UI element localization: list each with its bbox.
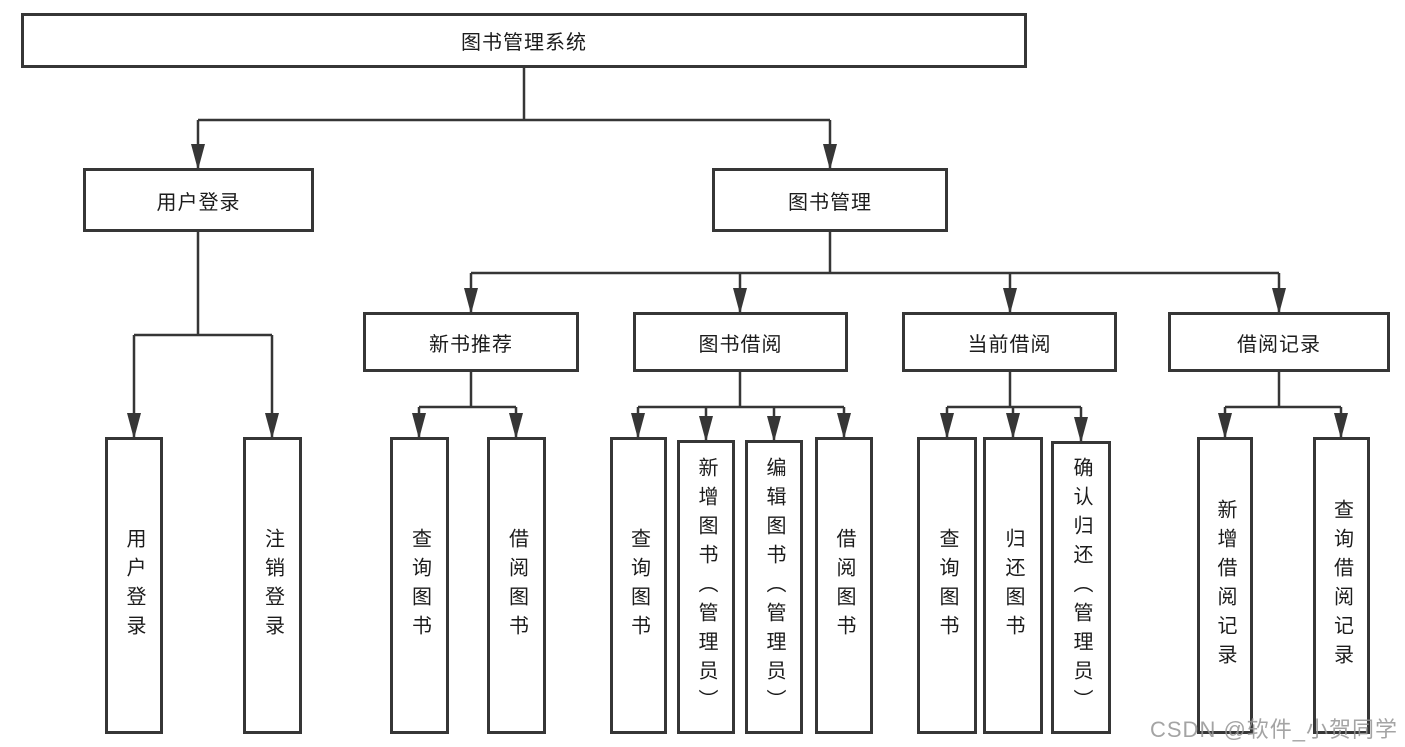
connector-current-borrow-branch [940, 372, 1088, 443]
leaf-user-login: 用户登录 [105, 437, 163, 734]
leaf-label: 查询借阅记录 [1330, 498, 1353, 673]
node-user-login: 用户登录 [83, 168, 314, 232]
connector-book-management-branch [464, 232, 1286, 314]
node-new-book-recommend: 新书推荐 [363, 312, 579, 372]
node-current-borrow: 当前借阅 [902, 312, 1117, 372]
leaf-borrow-borrow-books: 借阅图书 [815, 437, 873, 734]
leaf-label: 注销登录 [261, 527, 284, 644]
node-root-label: 图书管理系统 [461, 32, 587, 54]
leaf-label: 查询图书 [627, 527, 650, 644]
connector-borrow-records-branch [1218, 372, 1348, 439]
leaf-borrow-edit-books-admin: 编辑图书（管理员） [745, 440, 803, 734]
leaf-newbook-query-books: 查询图书 [390, 437, 449, 734]
leaf-label: 新增图书（管理员） [695, 456, 717, 718]
node-borrow-records-label: 借阅记录 [1237, 333, 1321, 356]
leaf-newbook-borrow-books: 借阅图书 [487, 437, 546, 734]
node-user-login-label: 用户登录 [156, 191, 241, 214]
node-book-management: 图书管理 [712, 168, 948, 232]
leaf-label: 编辑图书（管理员） [763, 456, 785, 718]
node-book-borrow-label: 图书借阅 [698, 333, 783, 356]
node-book-management-label: 图书管理 [788, 191, 872, 214]
node-borrow-records: 借阅记录 [1168, 312, 1390, 372]
leaf-label: 确认归还（管理员） [1070, 457, 1092, 718]
leaf-borrow-add-books-admin: 新增图书（管理员） [677, 440, 735, 734]
leaf-borrow-query-books: 查询图书 [610, 437, 667, 734]
leaf-records-query-record: 查询借阅记录 [1313, 437, 1370, 734]
leaf-label: 借阅图书 [505, 527, 528, 644]
node-root: 图书管理系统 [21, 13, 1027, 68]
csdn-watermark: CSDN @软件_小贺同学 [1150, 717, 1399, 742]
leaf-logout: 注销登录 [243, 437, 302, 734]
leaf-current-query-books: 查询图书 [917, 437, 977, 734]
leaf-label: 用户登录 [123, 527, 145, 644]
leaf-records-add-record: 新增借阅记录 [1197, 437, 1253, 734]
leaf-label: 新增借阅记录 [1214, 498, 1236, 673]
connector-root-to-level2 [191, 68, 837, 170]
leaf-current-confirm-return-admin: 确认归还（管理员） [1051, 441, 1111, 734]
leaf-label: 借阅图书 [833, 527, 855, 644]
leaf-label: 查询图书 [408, 527, 431, 644]
connector-new-book-branch [412, 372, 523, 439]
node-new-book-recommend-label: 新书推荐 [429, 333, 513, 356]
leaf-current-return-books: 归还图书 [983, 437, 1043, 734]
connector-book-borrow-branch [631, 372, 851, 442]
connector-user-login-branch [127, 232, 279, 439]
leaf-label: 归还图书 [1002, 527, 1024, 644]
node-book-borrow: 图书借阅 [633, 312, 848, 372]
node-current-borrow-label: 当前借阅 [967, 333, 1052, 356]
leaf-label: 查询图书 [936, 527, 958, 644]
